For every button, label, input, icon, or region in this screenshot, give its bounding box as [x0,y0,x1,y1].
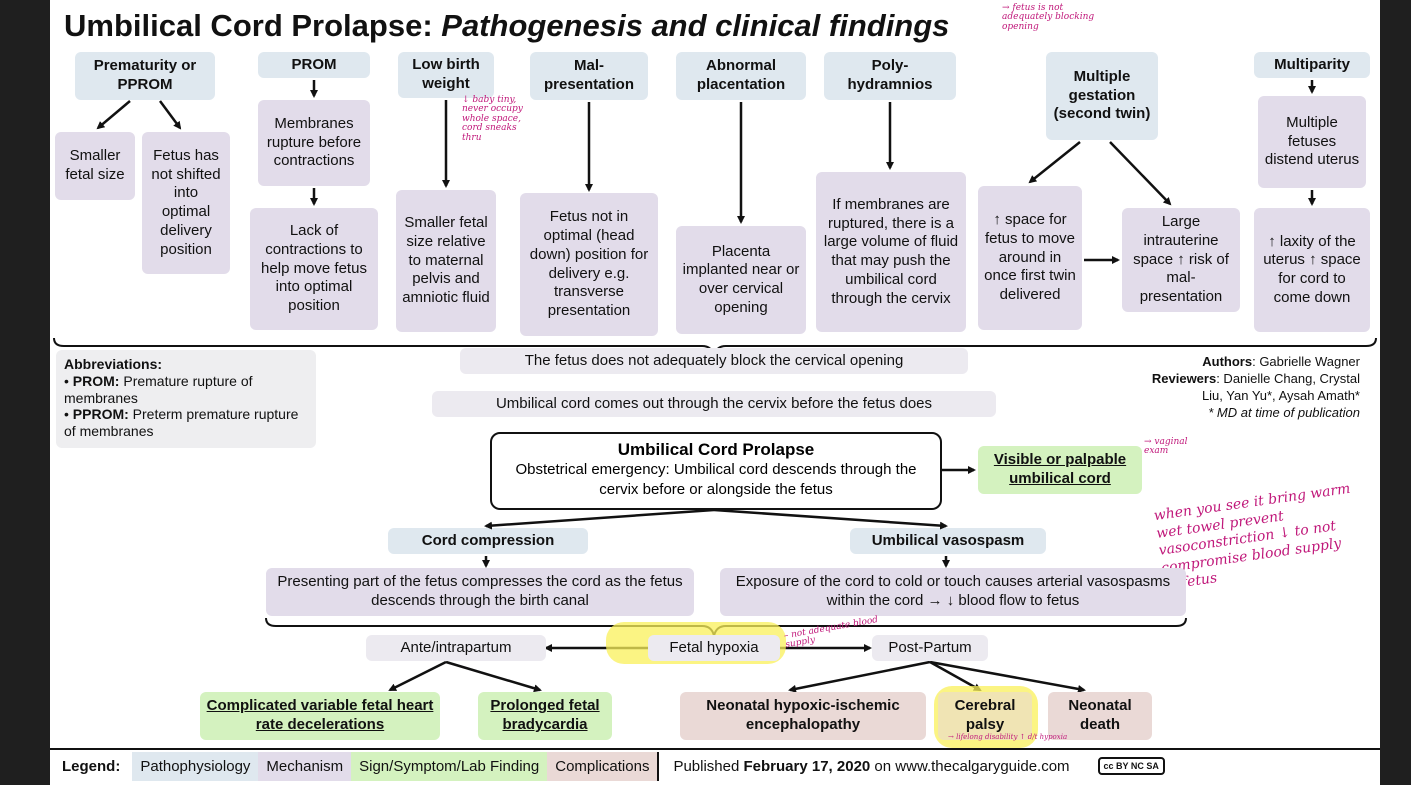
box-multiparity: Multiparity [1254,52,1370,78]
prolapse-box: Umbilical Cord Prolapse Obstetrical emer… [490,432,942,510]
box-not-block: The fetus does not adequately block the … [460,348,968,374]
box-visible-cord: Visible or palpable umbilical cord [978,446,1142,494]
box-fetus-not-optimal: Fetus not in optimal (head down) positio… [520,193,658,336]
infographic-page: Umbilical Cord Prolapse: Pathogenesis an… [50,0,1380,785]
box-smaller-fetal-size: Smaller fetal size [55,132,135,200]
authors-line: Authors: Gabrielle Wagner [1202,354,1360,369]
abbreviation-item: • PPROM: Preterm premature rupture of me… [64,406,299,440]
box-cerebral-palsy: Cerebral palsy [938,692,1032,740]
md-note: * MD at time of publication [1208,404,1360,420]
prolapse-description: Obstetrical emergency: Umbilical cord de… [515,461,917,498]
box-smaller-relative: Smaller fetal size relative to maternal … [396,190,496,332]
box-umbilical-vasospasm: Umbilical vasospasm [850,528,1046,554]
box-neonatal-death: Neonatal death [1048,692,1152,740]
lbw-annotation: ↓ baby tiny, never occupy whole space, c… [462,95,523,143]
box-multiple-fetuses: Multiple fetuses distend uterus [1258,96,1366,188]
box-cord-compression: Cord compression [388,528,588,554]
authors-block: Authors: Gabrielle Wagner Reviewers: Dan… [1150,354,1360,422]
box-prom: PROM [258,52,370,78]
box-hie: Neonatal hypoxic-ischemic encephalopathy [680,692,926,740]
vaginal-exam-annotation: → vaginal exam [1144,437,1188,457]
license-badge: cc BY NC SA [1097,757,1165,775]
middle-connectors [265,466,1187,693]
legend-sign: Sign/Symptom/Lab Finding [351,751,548,781]
box-fetal-hypoxia: Fetal hypoxia [648,635,780,661]
box-large-volume-fluid: If membranes are ruptured, there is a la… [816,172,966,332]
box-fetus-not-shifted: Fetus has not shifted into optimal deliv… [142,132,230,274]
box-multiple-gestation: Multiple gestation (second twin) [1046,52,1158,140]
title-annotation: → fetus is not adequately blocking openi… [1002,3,1095,32]
box-polyhydramnios: Poly-hydramnios [824,52,956,100]
box-large-intrauterine: Large intrauterine space ↑ risk of mal-p… [1122,208,1240,312]
box-space-for-fetus: ↑ space for fetus to move around in once… [978,186,1082,330]
legend-pathophysiology: Pathophysiology [132,751,259,781]
box-malpresentation: Mal-presentation [530,52,648,100]
box-vasospasm-desc: Exposure of the cord to cold or touch ca… [720,568,1186,616]
legend-mechanism: Mechanism [258,751,352,781]
box-membranes-rupture: Membranes rupture before contractions [258,100,370,186]
legend-complications: Complications [547,751,660,781]
box-placenta-implanted: Placenta implanted near or over cervical… [676,226,806,334]
box-bradycardia: Prolonged fetal bradycardia [478,692,612,740]
legend-label: Legend: [62,757,121,775]
legend-bar: Legend: Pathophysiology Mechanism Sign/S… [50,748,1380,782]
box-prematurity: Prematurity or PPROM [75,52,215,100]
box-low-birth-weight: Low birth weight [398,52,494,98]
box-post-partum: Post-Partum [872,635,988,661]
abbreviations-panel: Abbreviations: • PROM: Premature rupture… [56,350,316,448]
published-line: Published February 17, 2020 on www.theca… [673,757,1070,775]
page-title: Umbilical Cord Prolapse: Pathogenesis an… [64,8,950,43]
cp-annotation: → lifelong disability ↑ d/t hypoxia [948,733,1068,741]
box-cord-comes-out: Umbilical cord comes out through the cer… [432,391,996,417]
box-decelerations: Complicated variable fetal heart rate de… [200,692,440,740]
prolapse-title: Umbilical Cord Prolapse [617,440,815,459]
box-laxity: ↑ laxity of the uterus ↑ space for cord … [1254,208,1370,332]
box-abnormal-placentation: Abnormal placentation [676,52,806,100]
abbreviation-item: • PROM: Premature rupture of membranes [64,372,253,406]
box-ante-intrapartum: Ante/intrapartum [366,635,546,661]
reviewers-line: Reviewers: Danielle Chang, Crystal Liu, … [1151,370,1360,403]
abbreviations-heading: Abbreviations: [64,356,163,372]
box-compression-desc: Presenting part of the fetus compresses … [266,568,694,616]
box-lack-contractions: Lack of contractions to help move fetus … [250,208,378,330]
